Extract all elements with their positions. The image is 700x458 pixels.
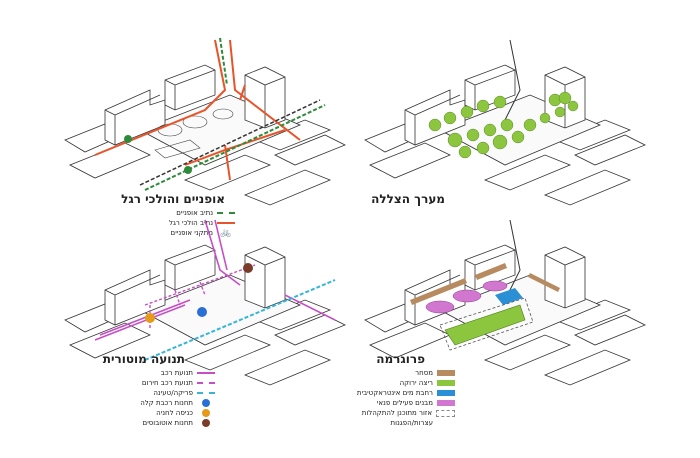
vehicle-route xyxy=(214,219,228,271)
shade-title: מערך הצללה xyxy=(371,192,445,206)
legend-item: עצרות/הפגנות xyxy=(357,418,455,428)
legend-swatch xyxy=(436,409,455,417)
panel-traffic: תנועה מוטורית תנועת רכב תנועת רכב חירום … xyxy=(55,210,355,427)
pedestrian-route xyxy=(224,144,231,181)
vehicle-route xyxy=(94,304,186,341)
legend-item: כניסה לחניה xyxy=(140,408,215,418)
legend-item: ריצה ירוקה xyxy=(357,378,455,388)
mobility-title: אופניים והולכי רגל xyxy=(121,192,225,206)
legend-item: תנועת רכב חירום xyxy=(140,378,215,388)
legend-item: 🚲 מתקני אופניים xyxy=(169,228,235,238)
legend-swatch xyxy=(437,400,455,406)
legend-item: תחנות רכבת קלה xyxy=(140,398,215,408)
parking-icon xyxy=(145,313,155,323)
legend-label: נתיב אופניים xyxy=(176,209,213,217)
legend-item: אזור מתוכנן להתקהלות xyxy=(357,408,455,418)
commerce-areas xyxy=(410,263,560,305)
green-lawn xyxy=(444,304,526,346)
panel-mobility: אופניים והולכי רגל נתיב אופניים נתיב הול… xyxy=(55,30,355,238)
legend-swatch xyxy=(437,390,455,396)
bike-lane xyxy=(144,104,326,191)
building xyxy=(104,89,166,146)
legend-label: נתיב הולכי רגל xyxy=(168,219,213,227)
street-block xyxy=(243,169,332,206)
legend-swatch xyxy=(217,212,235,214)
street-block xyxy=(183,154,272,191)
leisure-pavilions xyxy=(425,280,508,314)
legend-label: תנועת רכב חירום xyxy=(141,379,193,387)
plaza-oval xyxy=(212,108,234,120)
vehicle-route xyxy=(99,299,191,336)
light-rail-icon xyxy=(202,399,210,407)
legend-label: ריצה ירוקה xyxy=(399,379,433,387)
bike-lane xyxy=(219,37,228,86)
legend-label: מבנים פעילים פנאי xyxy=(376,399,433,407)
program-diagram xyxy=(364,219,646,386)
bicycle-icon: 🚲 xyxy=(220,228,232,238)
legend-swatch xyxy=(197,392,215,394)
vehicle-route xyxy=(284,294,336,321)
trees xyxy=(428,91,579,159)
legend-swatch xyxy=(437,380,455,386)
legend-swatch xyxy=(437,370,455,376)
traffic-legend: תנועת רכב תנועת רכב חירום פריקה/טעינה תח… xyxy=(140,368,215,428)
parking-icon xyxy=(202,409,210,417)
legend-label: מתקני אופניים xyxy=(170,229,213,237)
legend-swatch xyxy=(197,372,215,374)
loading-route xyxy=(144,279,336,361)
pedestrian-route xyxy=(239,84,246,101)
legend-label: מסחר xyxy=(415,369,433,377)
legend-item: רחבת מים אינטראקטיבית xyxy=(357,388,455,398)
legend-label: תחנות רכבת קלה xyxy=(140,399,193,407)
mobility-legend: נתיב אופניים נתיב הולכי רגל 🚲 מתקני אופנ… xyxy=(169,208,235,238)
legend-item: מסחר xyxy=(357,368,455,378)
plaza-oval xyxy=(182,115,208,129)
gathering-zone xyxy=(439,297,534,351)
water-plaza xyxy=(495,288,523,305)
emergency-route xyxy=(199,281,206,296)
program-legend: מסחר ריצה ירוקה רחבת מים אינטראקטיבית מב… xyxy=(357,368,455,428)
panel-shade: מערך הצללה xyxy=(355,30,655,230)
legend-item: תנועת רכב xyxy=(140,368,215,378)
emergency-route xyxy=(144,264,256,306)
legend-item: נתיב אופניים xyxy=(169,208,235,218)
pedestrian-route xyxy=(229,39,301,141)
legend-label: אזור מתוכנן להתקהלות xyxy=(361,409,432,417)
emergency-route xyxy=(174,289,181,306)
legend-item: פריקה/טעינה xyxy=(140,388,215,398)
pedestrian-route xyxy=(94,39,227,156)
legend-swatch xyxy=(197,382,215,384)
panel-program: פרוגרמה מסחר ריצה ירוקה רחבת מים אינטראק… xyxy=(355,210,655,427)
shade-diagram xyxy=(364,39,646,206)
bike-lane xyxy=(139,99,321,186)
legend-label: רחבת מים אינטראקטיבית xyxy=(356,389,433,397)
vehicle-route xyxy=(204,219,241,286)
mobility-diagram xyxy=(64,37,346,206)
legend-item: מבנים פעילים פנאי xyxy=(357,398,455,408)
plaza-triangle xyxy=(154,139,201,159)
program-title: פרוגרמה xyxy=(376,352,425,366)
traffic-diagram xyxy=(64,219,346,386)
legend-label: תחנות אוטובוסים xyxy=(142,419,193,427)
road-curve xyxy=(504,39,521,121)
legend-label: כניסה לחניה xyxy=(156,409,193,417)
legend-item: תחנות אוטובוסים xyxy=(140,418,215,428)
legend-swatch xyxy=(217,222,235,224)
legend-item: נתיב הולכי רגל xyxy=(169,218,235,228)
building xyxy=(164,64,216,111)
bicycle-icon xyxy=(124,135,192,174)
legend-label: תנועת רכב xyxy=(160,369,193,377)
traffic-title: תנועה מוטורית xyxy=(102,352,185,366)
bus-icon xyxy=(243,263,253,273)
bus-icon xyxy=(202,419,210,427)
street-block xyxy=(274,134,346,166)
light-rail-icon xyxy=(197,307,207,317)
legend-label: עצרות/הפגנות xyxy=(390,419,434,427)
legend-label: פריקה/טעינה xyxy=(153,389,193,397)
